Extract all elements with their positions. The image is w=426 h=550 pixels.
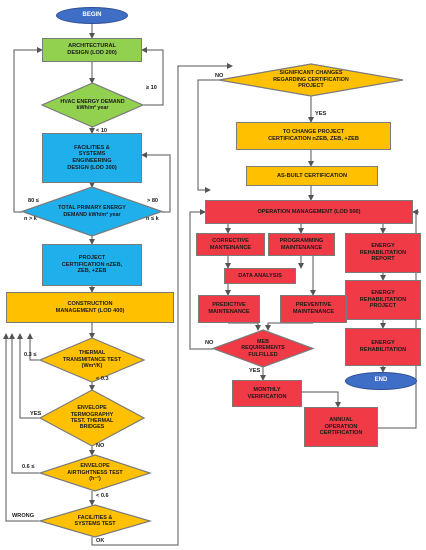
label-lt10: < 10 — [96, 128, 108, 134]
envelope-termography-diamond: ENVELOPE TERMOGRAPHY TEST. THERMAL BRIDG… — [40, 390, 144, 446]
label-le06: 0.6 ≤ — [22, 464, 35, 470]
corrective-maintenance-node: CORRECTIVE MANTEINANCE — [196, 233, 265, 256]
operation-management-node: OPERATION MANAGEMENT (LOD 500) — [205, 200, 413, 224]
edge-total-loop-right — [141, 152, 171, 213]
label-le80: 80 ≤ — [28, 198, 39, 204]
annual-operation-certification-node: ANNUAL OPERATION CERTIFICATION — [304, 407, 378, 447]
edge-air-loop — [9, 333, 40, 474]
thermal-transmitance-diamond: THERMAL TRANSMITANCE TEST (Wm²/K) — [40, 338, 144, 382]
change-certification-node: TO CHANGE PROJECT CERTIFICATION nZEB, ZE… — [236, 122, 391, 150]
label-no-meb: NO — [205, 340, 214, 346]
data-analysis-node: DATA ANALYSIS — [224, 268, 296, 284]
facilities-test-label: FACILITIES & SYSTEMS TEST — [74, 514, 116, 527]
energy-rehabilitation-report-node: ENERGY REHABILITATION REPORT — [345, 233, 421, 273]
edge-predictive-meb — [228, 322, 261, 331]
edge-hvac-loop — [141, 47, 164, 106]
envelope-airtightness-diamond: ENVELOPE AIRTIGHTNESS TEST (h⁻¹) — [40, 455, 150, 491]
hvac-energy-demand-diamond: HVAC ENERGY DEMAND kWh/m² year — [42, 83, 143, 127]
hvac-energy-demand-label: HVAC ENERGY DEMAND kWh/m² year — [60, 98, 125, 111]
thermal-transmitance-label: THERMAL TRANSMITANCE TEST (Wm²/K) — [63, 350, 121, 370]
energy-rehabilitation-node: ENERGY REHABILITATION — [345, 328, 421, 366]
label-le03: 0.3 ≤ — [24, 352, 37, 358]
envelope-termography-label: ENVELOPE TERMOGRAPHY TEST. THERMAL BRIDG… — [70, 405, 114, 431]
end-node: END — [345, 372, 417, 390]
label-yes-significant: YES — [315, 111, 327, 117]
edge-facilities-loop — [2, 333, 40, 522]
label-ok: OK — [96, 538, 105, 544]
facilities-design-node: FACILITIES & SYSTEMS ENGINEERING DESIGN … — [42, 133, 142, 183]
project-certification-node: PROJECT CERTIFICATION nZEB, ZEB, +ZEB — [42, 244, 142, 286]
begin-node: BEGIN — [56, 7, 128, 24]
label-wrong: WRONG — [12, 513, 35, 519]
energy-rehabilitation-project-node: ENERGY REHABILITATION PROJECT — [345, 280, 421, 320]
label-no-thermo: NO — [96, 443, 105, 449]
label-ngtk: n > k — [24, 216, 37, 222]
significant-changes-label: SIGNIFICANT CHANGES REGARDING CERTIFICAT… — [273, 70, 349, 90]
edge-meb-no — [189, 209, 213, 350]
label-yes-meb: YES — [249, 368, 261, 374]
edge-total-loop-left — [13, 47, 43, 213]
envelope-airtightness-label: ENVELOPE AIRTIGHTNESS TEST (h⁻¹) — [67, 463, 123, 483]
edge-annual-loop — [378, 212, 419, 429]
label-yes-thermo: YES — [30, 411, 42, 417]
preventive-maintenance-node: PREVENTIVE MAINTENANCE — [280, 295, 347, 323]
architectural-design-node: ARCHITECTURAL DESIGN (LOD 200) — [42, 38, 142, 62]
edge-ok-top — [91, 63, 233, 546]
label-ge10: ≥ 10 — [146, 85, 157, 91]
label-nlek: n ≤ k — [146, 216, 159, 222]
meb-requirements-diamond: MEB REQUIREMENTS FULFILLED — [213, 330, 313, 367]
label-lt03: < 0.3 — [96, 376, 109, 382]
edge-monthly-annual — [302, 391, 341, 408]
label-lt06: < 0.6 — [96, 493, 109, 499]
programming-maintenance-node: PROGRAMMING MAINTENANCE — [268, 233, 335, 256]
total-primary-energy-label: TOTAL PRIMARY ENERGY DEMAND kWh/m² year — [58, 205, 126, 218]
as-built-certification-node: AS-BUILT CERTIFICATION — [246, 166, 378, 186]
label-gt80: > 80 — [147, 198, 159, 204]
monthly-verification-node: MONTHLY VERIFICATION — [232, 380, 302, 407]
meb-requirements-label: MEB REQUIREMENTS FULFILLED — [241, 338, 285, 358]
construction-management-node: CONSTRUCTION MANAGEMENT (LOD 400) — [6, 292, 174, 323]
facilities-test-diamond: FACILITIES & SYSTEMS TEST — [40, 505, 150, 537]
label-no-significant: NO — [215, 73, 224, 79]
total-primary-energy-diamond: TOTAL PRIMARY ENERGY DEMAND kWh/m² year — [22, 187, 162, 236]
significant-changes-diamond: SIGNIFICANT CHANGES REGARDING CERTIFICAT… — [219, 64, 403, 96]
edge-no-down — [197, 79, 219, 193]
edge-thermal-loop — [27, 333, 40, 361]
edge-preventive-meb — [265, 322, 313, 331]
edge-thermo-loop — [17, 333, 40, 419]
predictive-maintenance-node: PREDICTIVE MAINTENANCE — [198, 295, 260, 323]
